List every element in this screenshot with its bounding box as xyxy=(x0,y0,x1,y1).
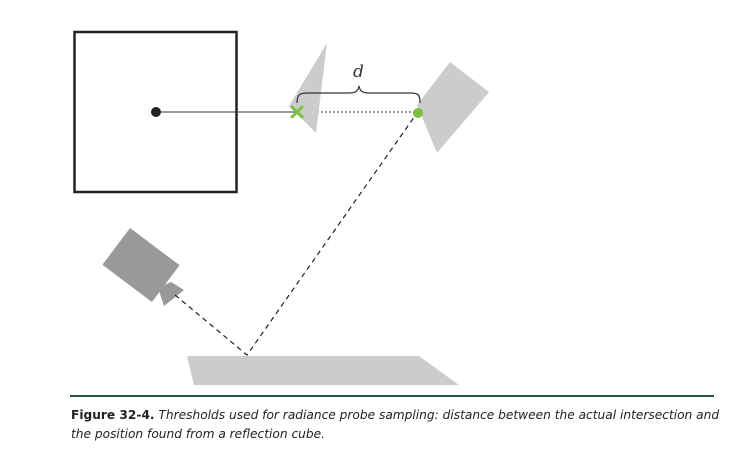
reflected-object xyxy=(417,62,489,153)
distance-brace xyxy=(296,85,421,104)
cube-position-x-marker xyxy=(290,105,304,119)
floor-plane xyxy=(187,356,459,385)
figure-caption: Figure 32-4. Thresholds used for radianc… xyxy=(71,406,721,444)
actual-intersection-marker xyxy=(413,108,423,118)
figure-number: Figure 32-4. xyxy=(71,408,155,422)
reflection-diagram: d xyxy=(73,30,489,385)
sliver-object xyxy=(289,43,327,133)
distance-label: d xyxy=(353,62,364,82)
camera-icon xyxy=(102,227,184,306)
caption-text: Thresholds used for radiance probe sampl… xyxy=(71,408,720,441)
reflection-ray-path xyxy=(174,112,418,356)
caption-divider xyxy=(70,395,714,397)
